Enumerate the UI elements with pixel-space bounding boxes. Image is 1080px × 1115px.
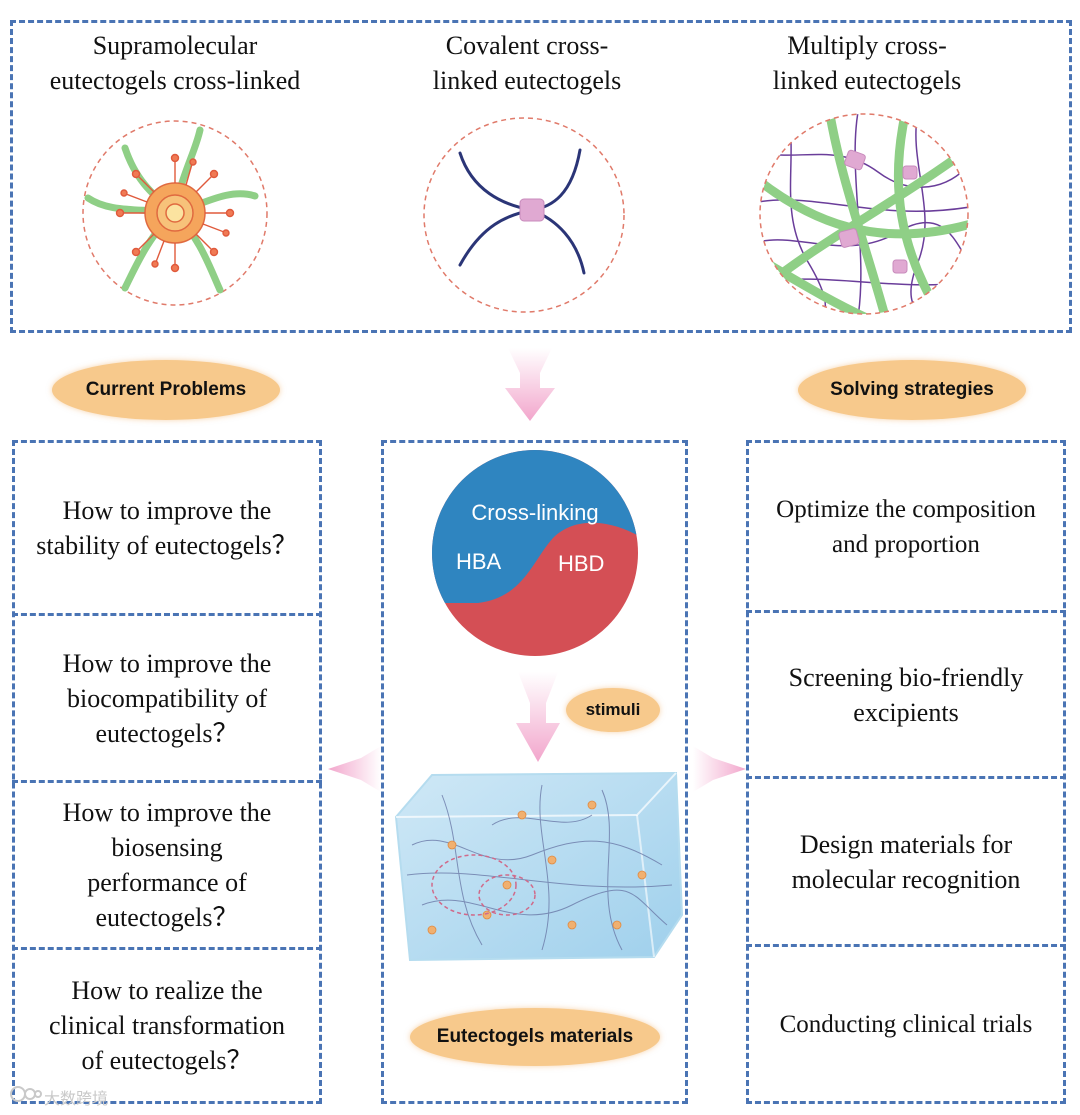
strategies-divider [746, 776, 1066, 779]
covalent-title: Covalent cross- linked eutectogels [432, 31, 622, 95]
problems-divider [12, 613, 322, 616]
problem-item: How to improve the stability of eutectog… [36, 496, 298, 560]
hba-hbd-yinyang-diagram [432, 450, 638, 656]
problems-divider [12, 780, 322, 783]
center-panel [381, 440, 688, 1104]
problem-item: How to improve the biocompatibility of e… [62, 648, 272, 748]
covalent-crosslink-illustration [423, 117, 625, 313]
top-panel [10, 20, 1072, 333]
right-arrow-icon [693, 746, 746, 792]
watermark-logo-icon [10, 1086, 42, 1102]
problem-item: How to improve the biosensing performanc… [62, 798, 272, 932]
hba-label: HBA [456, 549, 502, 574]
cross-linking-label: Cross-linking [471, 500, 599, 525]
hbd-label: HBD [558, 551, 605, 576]
down-arrow-icon [516, 672, 560, 762]
strategy-item: Optimize the composition and proportion [776, 495, 1036, 558]
eutectogel-block-illustration [394, 771, 684, 962]
strategies-panel [746, 440, 1066, 1104]
strategies-divider [746, 610, 1066, 613]
eutectogels-materials-badge: Eutectogels materials [410, 1008, 660, 1066]
strategy-item: Conducting clinical trials [779, 1010, 1033, 1038]
strategy-item: Screening bio-friendly excipients [788, 662, 1024, 727]
supramolecular-title: Supramolecular eutectogels cross-linked [49, 31, 301, 95]
solving-strategies-badge: Solving strategies [798, 360, 1026, 420]
stimuli-badge: stimuli [566, 688, 660, 732]
problems-divider [12, 947, 322, 950]
multiply-crosslink-illustration [759, 113, 969, 315]
problems-panel [12, 440, 322, 1104]
strategy-item: Design materials for molecular recogniti… [791, 829, 1021, 894]
problem-item: How to realize the clinical transformati… [48, 975, 286, 1075]
supramolecular-network-illustration [82, 120, 268, 306]
strategies-divider [746, 944, 1066, 947]
watermark: 大数跨境 [44, 1089, 109, 1108]
down-arrow-icon [505, 348, 555, 421]
multiply-title: Multiply cross- linked eutectogels [772, 31, 962, 95]
left-arrow-icon [328, 746, 381, 792]
current-problems-badge: Current Problems [52, 360, 280, 420]
